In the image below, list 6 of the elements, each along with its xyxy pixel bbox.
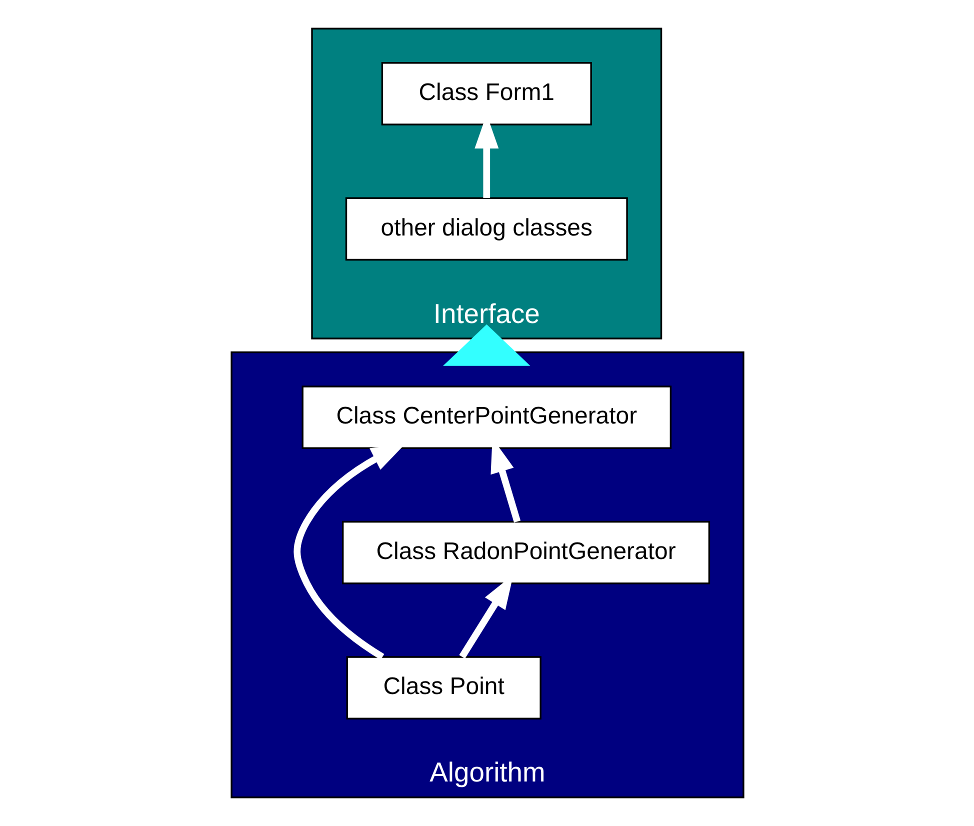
node-box: other dialog classes [344, 197, 628, 261]
node-box: Class Point [346, 656, 541, 720]
arrow [442, 324, 530, 366]
node-box: Class RadonPointGenerator [341, 520, 710, 584]
node-box: Class CenterPointGenerator [301, 386, 672, 449]
node-box: Class Form1 [380, 62, 592, 126]
